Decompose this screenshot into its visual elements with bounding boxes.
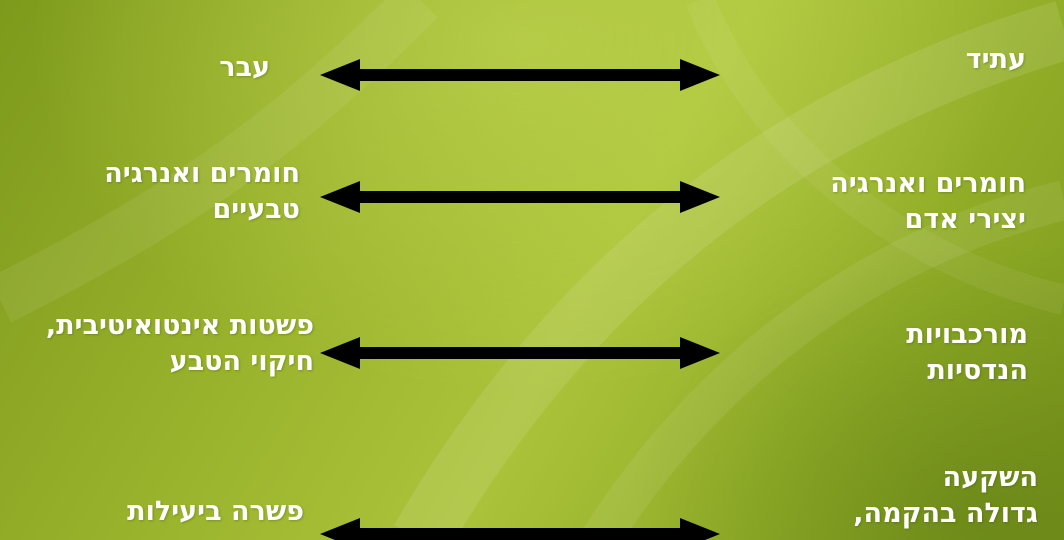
double-arrow-icon [320,337,720,369]
double-arrow-icon [320,518,720,540]
right-label-future: עתיד [965,44,1026,75]
left-label-past: עבר [219,52,270,83]
double-arrow-icon [320,59,720,91]
double-arrow-icon [320,181,720,213]
left-label-compromise: פשרה ביעילות [127,496,304,527]
right-label-engineering: מורכבויות הנדסיות [906,319,1028,386]
left-label-natural: חומרים ואנרגיה טבעיים [104,158,300,225]
right-label-man-made: חומרים ואנרגיה יצירי אדם [830,168,1026,235]
right-label-investment: השקעה גדולה בהקמה, [853,462,1038,529]
left-label-simplicity: פשטות אינטואיטיבית, חיקוי הטבע [45,310,314,377]
